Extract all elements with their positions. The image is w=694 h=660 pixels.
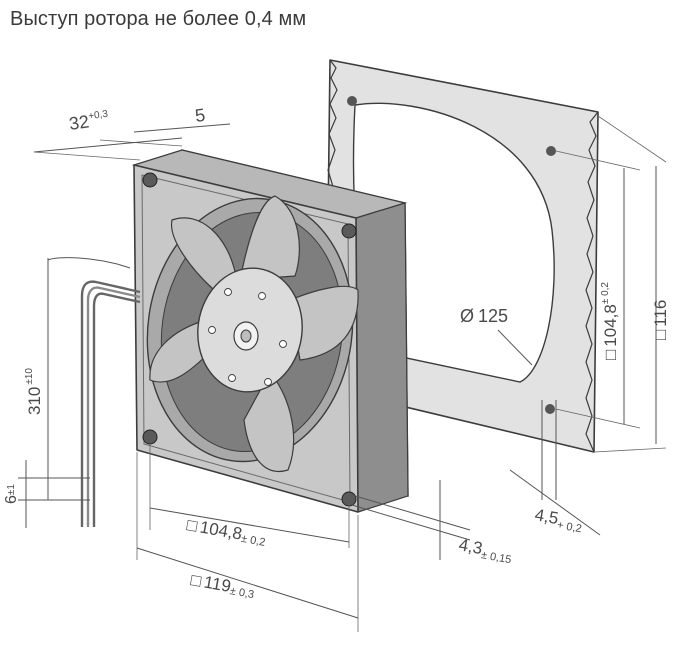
svg-text:□116: □ 116 <box>651 300 670 340</box>
panel-hole-top-right <box>546 146 556 156</box>
dim-cutout-value: 125 <box>478 306 508 326</box>
dim-cable-value: 310 <box>25 387 44 415</box>
housing-hole-top-left <box>142 172 158 188</box>
dim-cable-tol: ±10 <box>24 368 35 385</box>
fan-housing <box>131 149 409 513</box>
panel-hole-bottom-right <box>545 404 555 414</box>
svg-text:□104,8± 0,2: □104,8± 0,2 <box>185 515 267 549</box>
dim-hole-cutout-value: 4,5 <box>533 505 560 528</box>
blade-left <box>149 319 213 383</box>
dim-pitch-right-value: 104,8 <box>601 304 620 347</box>
dim-flange-value: 5 <box>194 105 207 126</box>
svg-text:4,5+ 0,2: 4,5+ 0,2 <box>533 505 585 535</box>
dim-panel-value: 116 <box>651 300 670 327</box>
dim-pitch-bottom-value: 104,8 <box>198 518 243 544</box>
housing-hole-bottom-right <box>341 491 357 507</box>
cable <box>80 280 141 527</box>
dim-pitch-bottom-tol: ± 0,2 <box>240 533 266 549</box>
svg-text:6±1: 6±1 <box>3 484 20 504</box>
svg-text:310±10: 310±10 <box>24 368 44 415</box>
dim-hole-front-tol: ± 0,15 <box>480 549 512 566</box>
dim-hole-cutout-tol: + 0,2 <box>556 519 582 535</box>
dim-depth-value: 32 <box>68 111 91 134</box>
dim-housing-value: 119 <box>202 573 232 596</box>
dimension-lines <box>18 115 667 632</box>
svg-text:4,3± 0,15: 4,3± 0,15 <box>457 535 514 566</box>
dim-depth-tol: +0,3 <box>88 109 110 123</box>
dim-strip-tol: ±1 <box>6 484 17 495</box>
panel-hole-top-left <box>347 96 357 106</box>
svg-text:□104,8± 0,2: □ 104,8± 0,2 <box>600 282 620 360</box>
housing-hole-bottom-left <box>142 429 158 445</box>
blade-right <box>289 285 359 361</box>
svg-text:□119± 0,3: □119± 0,3 <box>189 570 256 601</box>
dim-pitch-right-tol: ± 0,2 <box>600 282 611 305</box>
blade-top <box>239 195 300 281</box>
blade-bottom <box>243 370 295 473</box>
dim-panel-symbol: □ <box>651 330 670 340</box>
housing-hole-top-right <box>341 223 357 239</box>
dim-pitch-bottom-symbol: □ <box>185 515 198 535</box>
page-title: Выступ ротора не более 0,4 мм <box>10 8 307 30</box>
blade-upper-left <box>170 217 237 291</box>
dim-housing-tol: ± 0,3 <box>229 585 255 601</box>
dim-hole-front-value: 4,3 <box>457 535 484 558</box>
dim-housing-symbol: □ <box>189 570 202 590</box>
dim-pitch-right-symbol: □ <box>601 350 620 360</box>
dim-cutout-symbol: Ø <box>460 306 474 326</box>
dim-strip-value: 6 <box>3 495 20 504</box>
svg-text:32+0,3: 32+0,3 <box>68 109 111 134</box>
